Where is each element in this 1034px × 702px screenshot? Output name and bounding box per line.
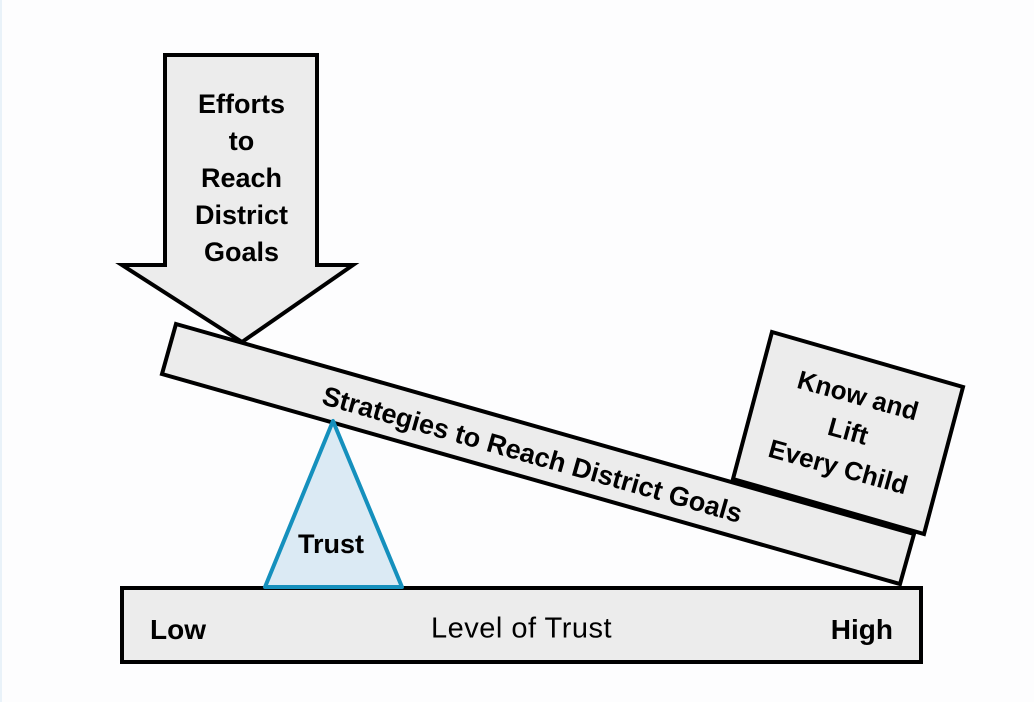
trust-scale-labels: Low Level of Trust High [122, 588, 921, 662]
lever-plank-shape [159, 321, 917, 587]
trust-scale-bar-shape [120, 586, 923, 664]
scale-low-label: Low [150, 614, 206, 645]
trust-fulcrum-triangle-shape [263, 419, 404, 589]
scale-high-label: High [830, 614, 893, 645]
scale-center-label: Level of Trust [430, 612, 613, 645]
know-lift-box-shape [730, 329, 966, 537]
left-edge-accent-line [0, 0, 2, 702]
efforts-arrow-label: Efforts to Reach District Goals [194, 89, 289, 267]
fulcrum-trust-label: Trust [297, 529, 364, 559]
down-arrow-shape [115, 53, 360, 345]
